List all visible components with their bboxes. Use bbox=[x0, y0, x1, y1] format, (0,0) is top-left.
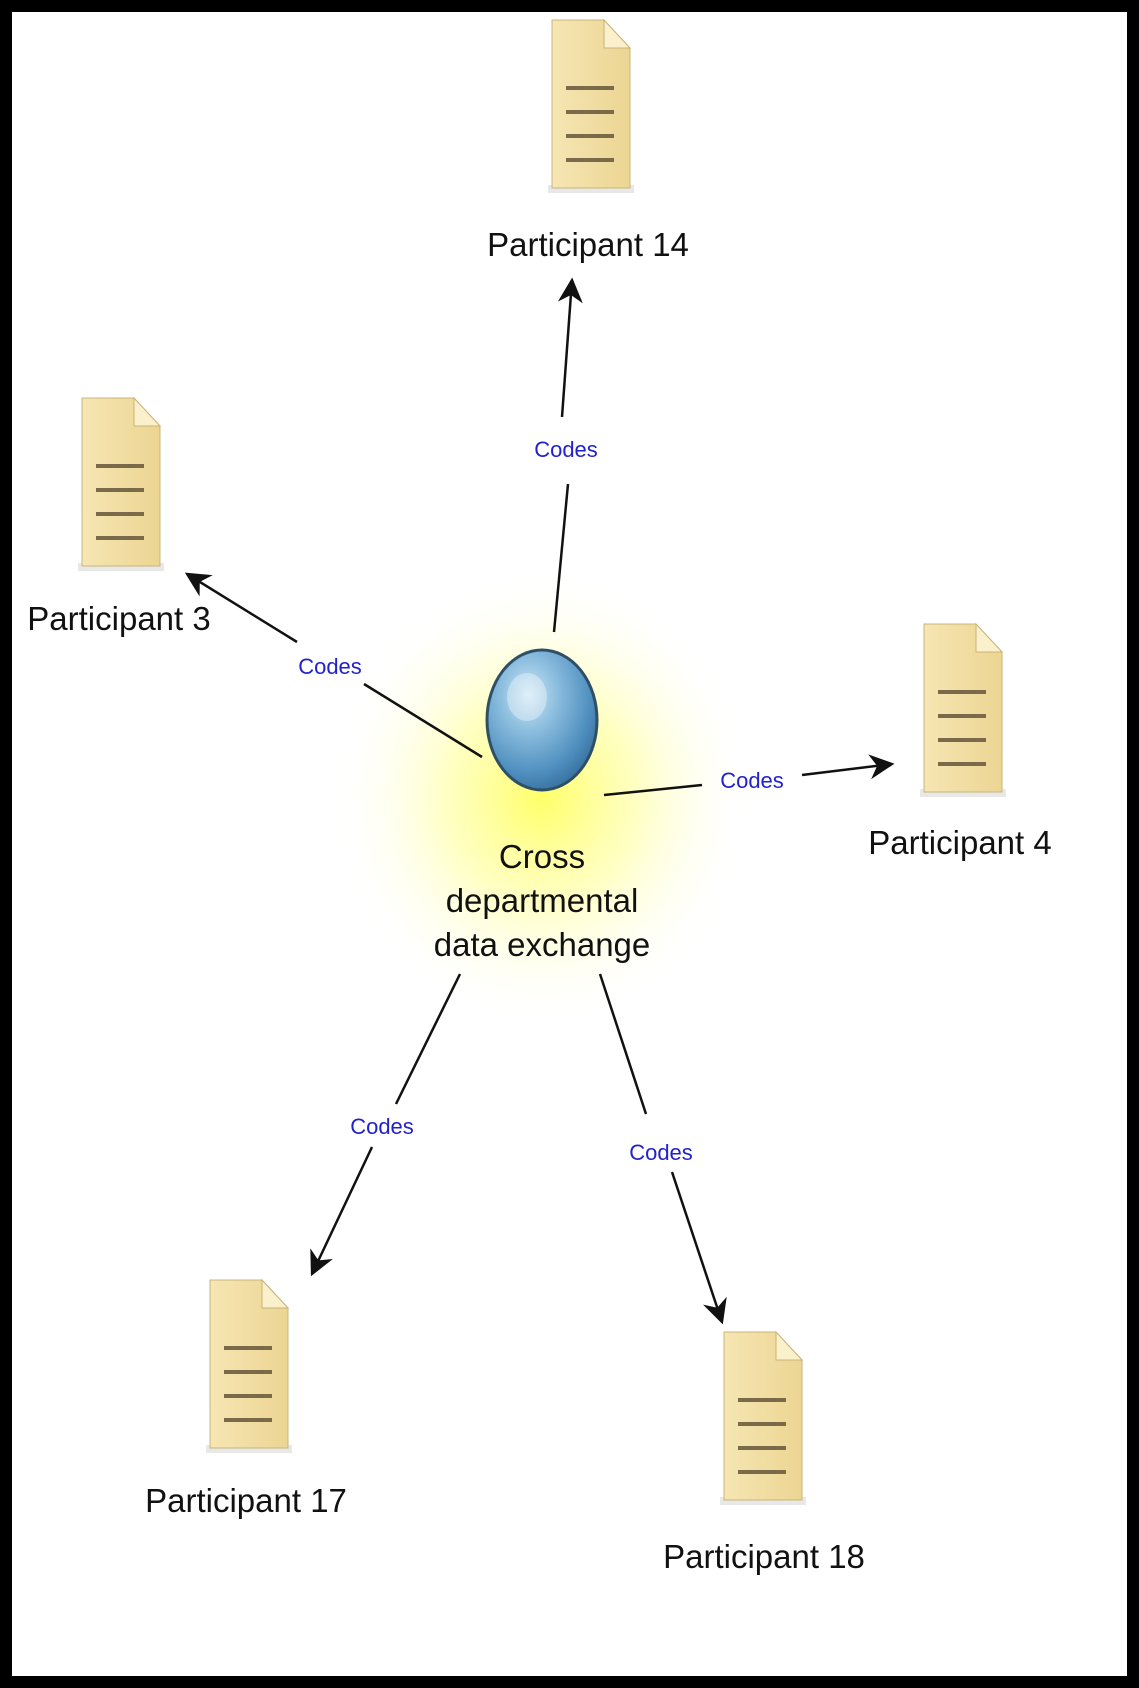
document-label: Participant 18 bbox=[663, 1538, 865, 1575]
document-label: Participant 17 bbox=[145, 1482, 347, 1519]
document-icon bbox=[548, 18, 634, 193]
edge-label: Codes bbox=[534, 437, 598, 462]
sphere-icon bbox=[485, 648, 599, 792]
document-icon bbox=[720, 1330, 806, 1505]
concept-map: Codes Codes Codes Codes Codes bbox=[27, 18, 1052, 1575]
document-node-participant-17[interactable]: Participant 17 bbox=[145, 1278, 347, 1519]
edge-label: Codes bbox=[298, 654, 362, 679]
edge-to-participant-14[interactable]: Codes bbox=[534, 277, 598, 633]
center-label-line-1: Cross bbox=[499, 838, 585, 875]
document-label: Participant 4 bbox=[868, 824, 1051, 861]
document-icon bbox=[206, 1278, 292, 1453]
document-node-participant-4[interactable]: Participant 4 bbox=[868, 622, 1052, 861]
edge-to-participant-4[interactable]: Codes bbox=[603, 754, 895, 797]
edge-label: Codes bbox=[629, 1140, 693, 1165]
edge-to-participant-17[interactable]: Codes bbox=[310, 973, 462, 1277]
edge-label: Codes bbox=[350, 1114, 414, 1139]
edge-label: Codes bbox=[720, 768, 784, 793]
document-node-participant-14[interactable]: Participant 14 bbox=[487, 18, 689, 263]
document-icon bbox=[78, 396, 164, 571]
center-label-line-3: data exchange bbox=[434, 926, 651, 963]
document-label: Participant 14 bbox=[487, 226, 689, 263]
edge-to-participant-18[interactable]: Codes bbox=[598, 973, 727, 1325]
center-label-line-2: departmental bbox=[446, 882, 639, 919]
document-icon bbox=[920, 622, 1006, 797]
center-node[interactable]: Cross departmental data exchange bbox=[434, 648, 651, 963]
edge-to-participant-3[interactable]: Codes bbox=[184, 572, 483, 759]
center-glow bbox=[332, 567, 752, 1027]
document-node-participant-3[interactable]: Participant 3 bbox=[27, 396, 211, 637]
diagram-canvas: Codes Codes Codes Codes Codes bbox=[12, 12, 1127, 1676]
document-node-participant-18[interactable]: Participant 18 bbox=[663, 1330, 865, 1575]
document-label: Participant 3 bbox=[27, 600, 210, 637]
edges: Codes Codes Codes Codes Codes bbox=[184, 277, 895, 1325]
